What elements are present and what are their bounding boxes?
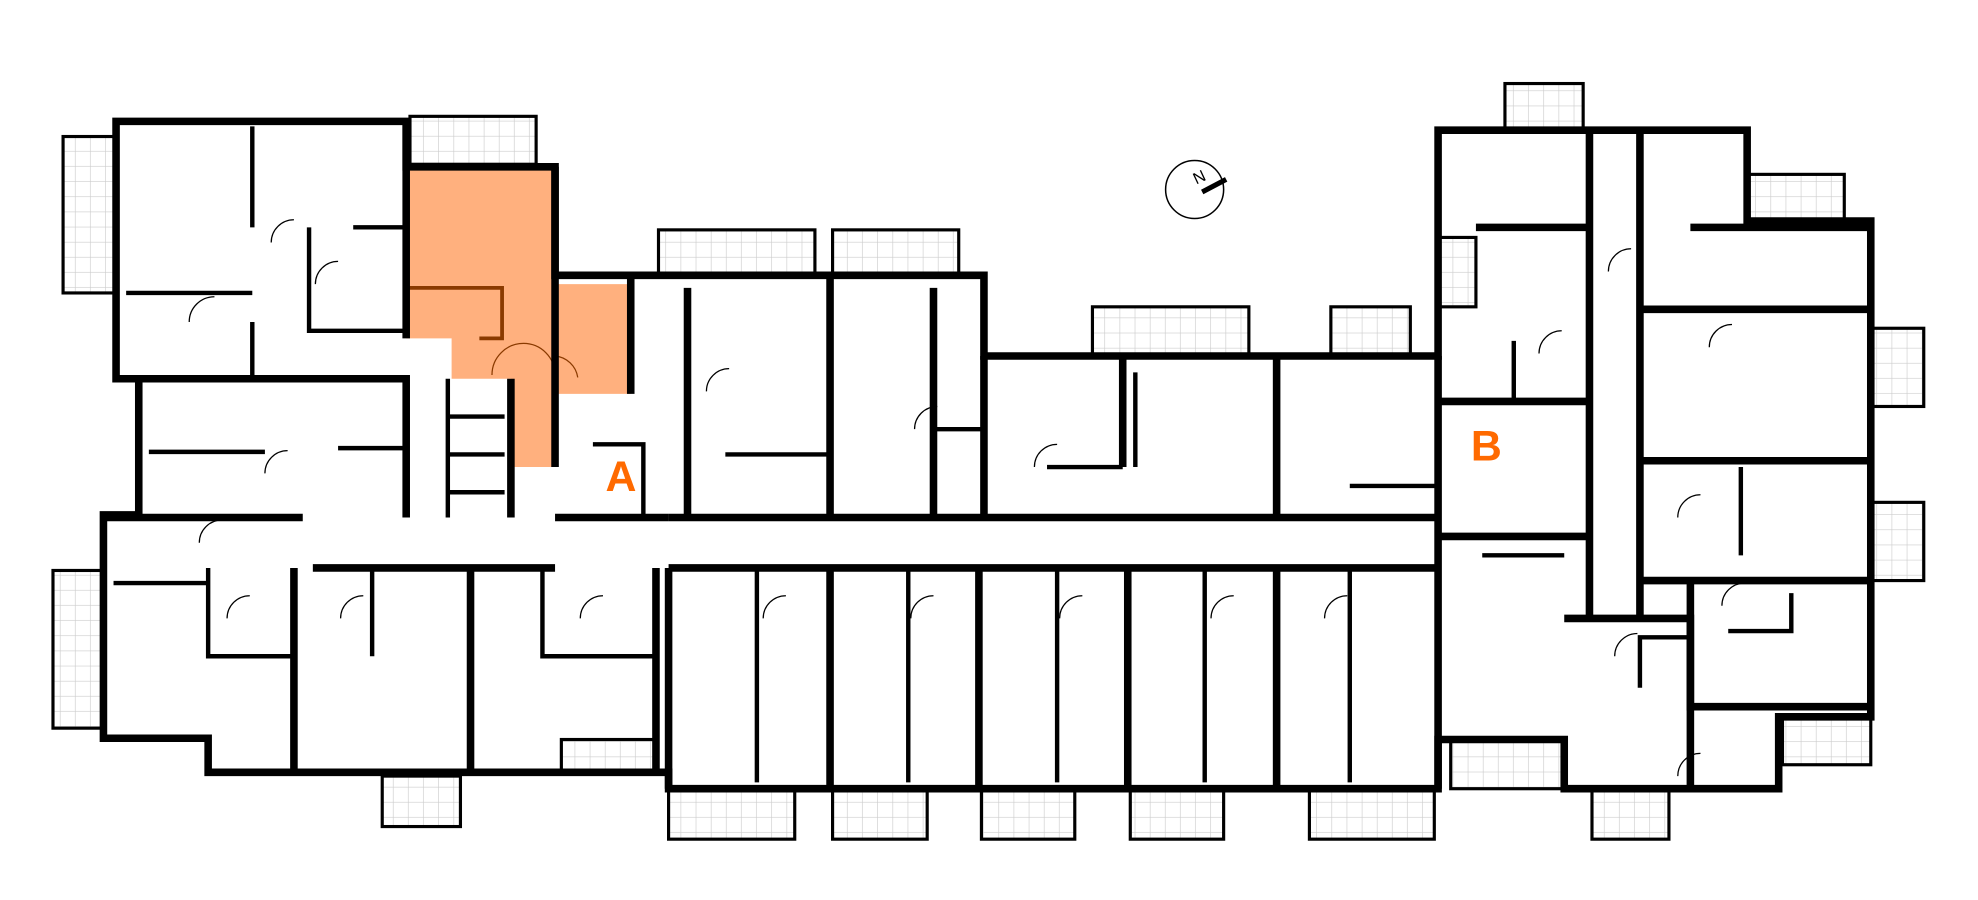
balcony — [380, 774, 463, 829]
balcony — [830, 787, 929, 841]
balcony — [979, 787, 1077, 841]
building-label-a: A — [606, 453, 637, 501]
balcony — [1329, 305, 1412, 358]
balcony — [408, 114, 538, 166]
balcony — [1449, 737, 1566, 791]
balcony — [61, 134, 118, 295]
balcony — [1307, 787, 1436, 841]
highlighted-apartment[interactable] — [406, 166, 631, 468]
balcony — [1090, 305, 1251, 358]
balcony — [1436, 235, 1478, 309]
balcony — [1503, 81, 1585, 132]
balcony — [559, 737, 658, 774]
balcony — [51, 568, 106, 730]
balcony — [1869, 326, 1926, 409]
balcony — [830, 228, 961, 277]
balcony — [1780, 715, 1873, 767]
balcony — [1128, 787, 1226, 841]
walls — [99, 117, 1875, 793]
north-compass-icon: N — [1164, 159, 1228, 220]
balcony — [1869, 500, 1926, 583]
balconies — [51, 81, 1926, 841]
balcony — [656, 228, 817, 277]
balcony — [1590, 787, 1671, 841]
building-label-b: B — [1471, 423, 1502, 471]
balcony — [1745, 172, 1846, 223]
balcony — [667, 787, 797, 841]
door-swings — [188, 219, 1745, 777]
interior-walls — [113, 126, 1794, 783]
